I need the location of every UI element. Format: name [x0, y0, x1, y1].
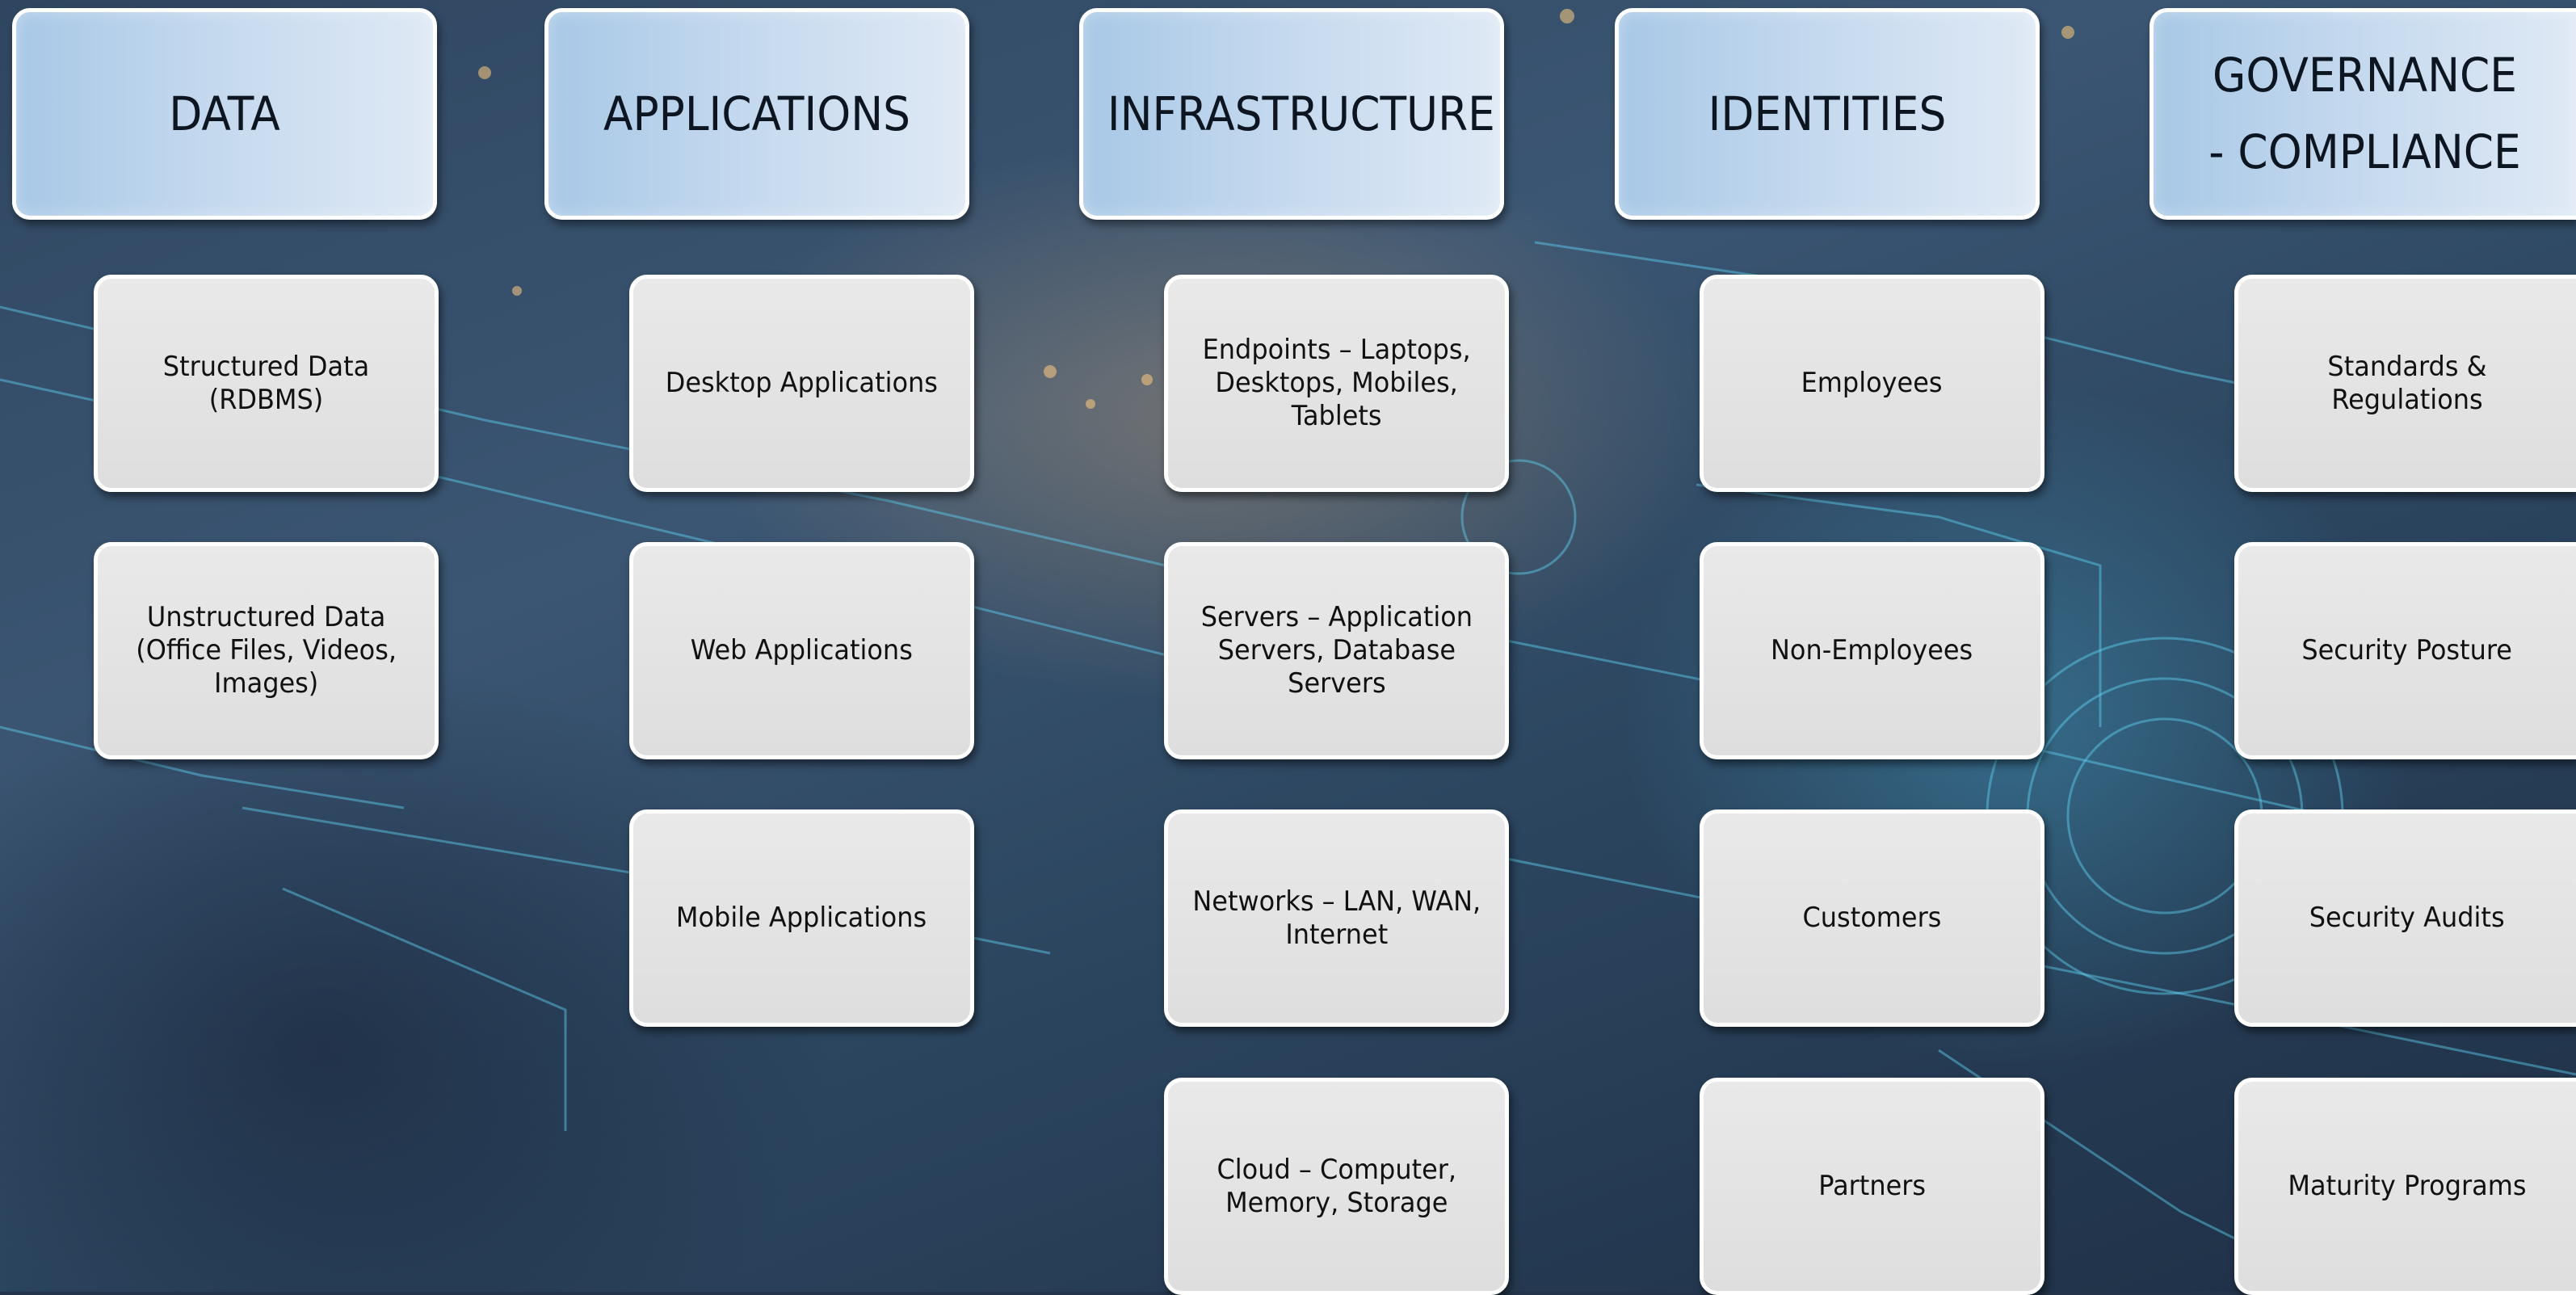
applications-item-desktop-label: Desktop Applications: [665, 367, 939, 399]
header-identities-label: IDENTITIES: [1708, 86, 1947, 141]
infrastructure-item-endpoints-label: Endpoints – Laptops, Desktops, Mobiles, …: [1202, 334, 1471, 432]
infrastructure-item-cloud-label: Cloud – Computer, Memory, Storage: [1217, 1153, 1456, 1219]
infrastructure-item-servers-label: Servers – Application Servers, Database …: [1200, 601, 1473, 700]
data-item-structured-label: Structured Data (RDBMS): [162, 350, 370, 416]
infrastructure-item-servers: Servers – Application Servers, Database …: [1164, 542, 1509, 759]
applications-item-desktop: Desktop Applications: [629, 275, 974, 492]
identities-item-employees-label: Employees: [1801, 367, 1943, 399]
header-data: DATA: [12, 8, 437, 220]
applications-item-web-label: Web Applications: [690, 634, 914, 666]
applications-item-mobile-label: Mobile Applications: [676, 902, 927, 934]
data-item-structured: Structured Data (RDBMS): [94, 275, 439, 492]
header-governance-compliance: GOVERNANCE - COMPLIANCE: [2149, 8, 2576, 220]
header-applications: APPLICATIONS: [544, 8, 969, 220]
data-item-unstructured-label: Unstructured Data (Office Files, Videos,…: [136, 601, 397, 700]
infrastructure-item-cloud: Cloud – Computer, Memory, Storage: [1164, 1078, 1509, 1295]
governance-item-security-posture: Security Posture: [2234, 542, 2576, 759]
governance-item-maturity-programs: Maturity Programs: [2234, 1078, 2576, 1295]
governance-item-standards-label: Standards & Regulations: [2327, 350, 2487, 416]
header-governance-compliance-label: GOVERNANCE - COMPLIANCE: [2208, 48, 2521, 179]
identities-item-partners: Partners: [1700, 1078, 2044, 1295]
identities-item-customers-label: Customers: [1802, 902, 1942, 934]
governance-item-security-audits: Security Audits: [2234, 809, 2576, 1027]
identities-item-employees: Employees: [1700, 275, 2044, 492]
governance-item-maturity-programs-label: Maturity Programs: [2288, 1170, 2527, 1202]
header-infrastructure: INFRASTRUCTURE: [1079, 8, 1504, 220]
governance-item-security-posture-label: Security Posture: [2301, 634, 2513, 666]
header-data-label: DATA: [169, 86, 280, 141]
header-identities: IDENTITIES: [1615, 8, 2040, 220]
infrastructure-item-networks-label: Networks – LAN, WAN, Internet: [1192, 885, 1481, 951]
governance-item-standards: Standards & Regulations: [2234, 275, 2576, 492]
header-infrastructure-label: INFRASTRUCTURE: [1107, 86, 1495, 141]
identities-item-non-employees-label: Non-Employees: [1771, 634, 1973, 666]
applications-item-mobile: Mobile Applications: [629, 809, 974, 1027]
infrastructure-item-networks: Networks – LAN, WAN, Internet: [1164, 809, 1509, 1027]
data-item-unstructured: Unstructured Data (Office Files, Videos,…: [94, 542, 439, 759]
infrastructure-item-endpoints: Endpoints – Laptops, Desktops, Mobiles, …: [1164, 275, 1509, 492]
governance-item-security-audits-label: Security Audits: [2309, 902, 2505, 934]
identities-item-partners-label: Partners: [1818, 1170, 1926, 1202]
identities-item-customers: Customers: [1700, 809, 2044, 1027]
applications-item-web: Web Applications: [629, 542, 974, 759]
identities-item-non-employees: Non-Employees: [1700, 542, 2044, 759]
header-applications-label: APPLICATIONS: [603, 86, 911, 141]
